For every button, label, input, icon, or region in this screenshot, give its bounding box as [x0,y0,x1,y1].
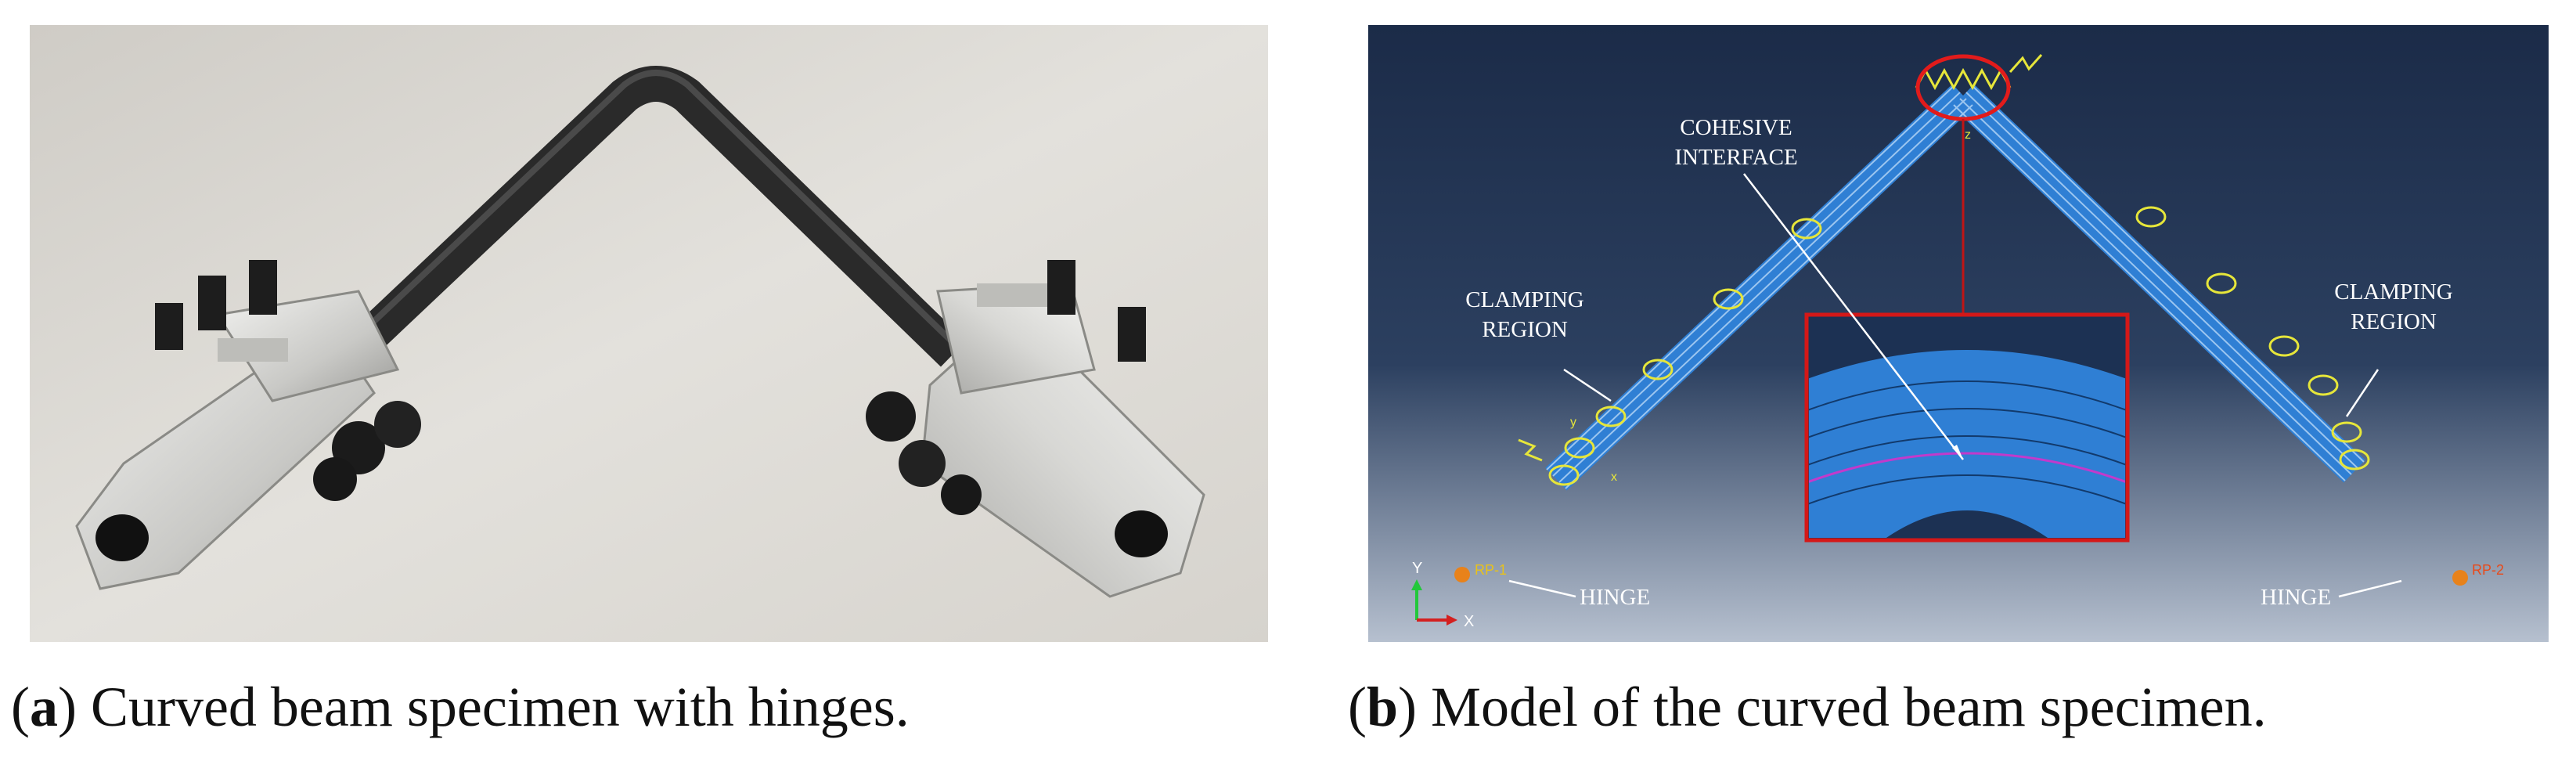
axis-triad: Y X [1411,560,1474,630]
caption-a-tag: a [29,676,58,738]
hinge-right-label: HINGE [2261,585,2331,610]
local-y-label: y [1570,416,1576,429]
specimen-photo [30,25,1268,642]
clamp-left-label-2: REGION [1482,317,1568,342]
rp2-marker [2452,570,2468,586]
rp1-marker [1454,567,1470,582]
rp2-label: RP-2 [2472,562,2504,578]
rp1-label: RP-1 [1475,562,1507,578]
right-hinge [866,260,1205,598]
cohesive-label-1: COHESIVE [1680,115,1792,140]
axis-y-label: Y [1412,560,1422,577]
caption-a-text: Curved beam specimen with hinges. [76,676,910,738]
caption-b: (b) Model of the curved beam specimen. [1348,676,2267,738]
clamp-right-label-1: CLAMPING [2334,279,2453,305]
fe-model: COHESIVE INTERFACE CLAMPING REGION CLAMP… [1368,25,2549,642]
caption-b-text: Model of the curved beam specimen. [1417,676,2267,738]
clamp-right-label-2: REGION [2351,309,2437,334]
clamp-left-label-1: CLAMPING [1465,287,1584,312]
curved-beam [330,66,967,375]
fe-model-drawing: COHESIVE INTERFACE CLAMPING REGION CLAMP… [1368,25,2549,642]
specimen-photo-drawing [30,25,1268,642]
axis-x-label: X [1464,613,1474,630]
local-x-label: x [1611,471,1617,484]
constraint-symbols [1518,54,2370,486]
cohesive-arrow [1743,173,1964,460]
local-z-label: z [1965,128,1971,142]
caption-a: (a) Curved beam specimen with hinges. [11,676,910,738]
hinge-left-label: HINGE [1580,585,1650,610]
caption-b-tag: b [1366,676,1399,738]
zoom-inset [1804,312,2130,543]
left-hinge [75,260,421,590]
cohesive-label-2: INTERFACE [1674,145,1797,170]
